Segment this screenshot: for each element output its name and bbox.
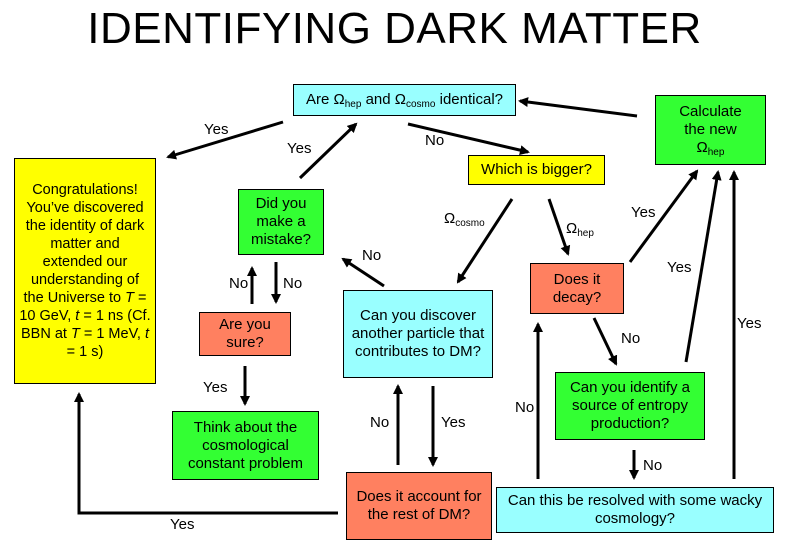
arrow-discover-to-mistake [341,257,385,288]
arrow-calc-to-identical [518,97,638,118]
node-are-identical-label: Are Ωhep and Ωcosmo identical? [305,91,503,110]
arrow-bigger-to-discover [456,198,514,284]
label-no-mistake: No [362,247,382,264]
node-are-you-sure: Are you sure? [199,312,291,356]
label-yes-wacky-calc: Yes [737,315,762,332]
arrow-entropy-to-calc [684,170,722,363]
node-did-you-mistake: Did you make a mistake? [238,189,324,255]
label-yes-account: Yes [441,414,466,431]
label-omega-hep: Ωhep [566,220,594,239]
arrow-account-to-congrats [74,392,338,515]
label-no-bigger: No [425,132,445,149]
node-are-identical: Are Ωhep and Ωcosmo identical? [293,84,516,116]
label-yes-mistake: Yes [287,140,312,157]
label-omega-cosmo: Ωcosmo [444,210,485,229]
label-yes-decay-calc: Yes [631,204,656,221]
label-no-entropy: No [621,330,641,347]
node-wacky-cosmology: Can this be resolved with some wacky cos… [496,487,774,533]
node-discover-another: Can you discover another particle that c… [343,290,493,378]
arrow-decay-to-calc [628,169,699,263]
node-which-bigger: Which is bigger? [468,155,605,185]
page-title: IDENTIFYING DARK MATTER [87,4,702,53]
arrow-mistake-to-identical [298,122,358,180]
label-no-sure-up: No [229,275,249,292]
node-identify-entropy: Can you identify a source of entropy pro… [555,372,705,440]
label-yes-entropy-calc: Yes [667,259,692,276]
label-no-wacky-decay: No [515,399,535,416]
node-congratulations-label: Congratulations! You’ve discovered the i… [19,182,151,360]
label-yes-think: Yes [203,379,228,396]
node-think-about: Think about the cosmological constant pr… [172,411,319,480]
arrow-identical-to-bigger [407,122,530,156]
node-account-rest: Does it account for the rest of DM? [346,472,492,540]
arrow-decay-to-entropy [592,317,618,366]
arrow-identical-to-congrats [166,120,284,160]
label-yes-bottom: Yes [170,516,195,533]
label-no-account: No [370,414,390,431]
label-no-sure-down: No [283,275,303,292]
label-no-wacky: No [643,457,663,474]
node-does-decay: Does it decay? [530,263,624,314]
label-yes-congrats: Yes [204,121,229,138]
node-congratulations: Congratulations! You’ve discovered the i… [14,158,156,384]
arrow-bigger-to-decay [547,198,571,256]
